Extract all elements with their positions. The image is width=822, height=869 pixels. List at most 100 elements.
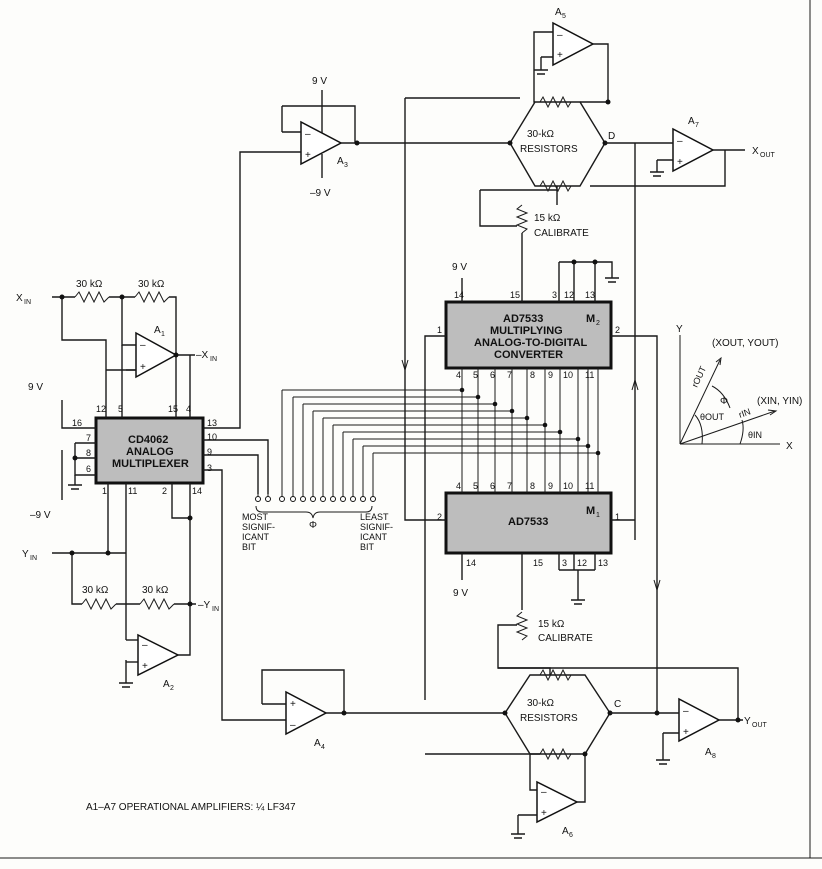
- svg-text:+: +: [290, 699, 296, 710]
- svg-text:1: 1: [615, 512, 620, 522]
- pot-top-value: 15 kΩ: [534, 213, 561, 224]
- amp-a2-label: A: [163, 679, 170, 690]
- signal-x-out: X: [752, 146, 759, 157]
- svg-text:+: +: [140, 362, 146, 373]
- svg-text:IN: IN: [24, 299, 31, 306]
- svg-text:+: +: [142, 661, 148, 672]
- m2-line3: ANALOG-TO-DIGITAL: [474, 337, 588, 349]
- supply-cd-pos: 9 V: [28, 382, 43, 393]
- label-r4: 30 kΩ: [142, 585, 169, 596]
- lsb-line1: LEAST: [360, 512, 389, 522]
- svg-text:3: 3: [207, 463, 212, 473]
- svg-text:IN: IN: [212, 606, 219, 613]
- lsb-line4: BIT: [360, 542, 375, 552]
- svg-text:7: 7: [507, 370, 512, 380]
- svg-text:5: 5: [473, 481, 478, 491]
- svg-text:+: +: [305, 150, 311, 161]
- svg-text:11: 11: [128, 486, 137, 496]
- lsb-line2: SIGNIF-: [360, 522, 393, 532]
- svg-text:8: 8: [530, 481, 535, 491]
- svg-text:6: 6: [490, 481, 495, 491]
- svg-text:5: 5: [118, 404, 123, 414]
- svg-text:2: 2: [615, 325, 620, 335]
- svg-text:3: 3: [344, 162, 348, 169]
- svg-text:11: 11: [585, 481, 594, 491]
- m2-line2: MULTIPLYING: [490, 325, 563, 337]
- svg-text:10: 10: [563, 370, 573, 380]
- svg-text:8: 8: [86, 448, 91, 458]
- svg-text:IN: IN: [210, 356, 217, 363]
- msb-line3: ICANT: [242, 532, 270, 542]
- svg-text:9: 9: [548, 370, 553, 380]
- ad7533-m1-chip: [444, 491, 613, 555]
- svg-text:12: 12: [96, 404, 106, 414]
- svg-text:OUT: OUT: [760, 152, 776, 159]
- op-amp-a3: [300, 120, 343, 166]
- m2-name: AD7533: [503, 313, 543, 325]
- bridge-top-line2: RESISTORS: [520, 144, 578, 155]
- pot-bottom-label: CALIBRATE: [538, 633, 593, 644]
- phi-label: Φ: [309, 520, 317, 531]
- supply-cd-neg: –9 V: [30, 510, 51, 521]
- m1-name: AD7533: [508, 516, 548, 528]
- svg-text:8: 8: [530, 370, 535, 380]
- vector-axis-y: Y: [676, 324, 683, 335]
- amp-a7-label: A: [688, 116, 695, 127]
- svg-text:12: 12: [564, 290, 574, 300]
- m1-ref-sub: 1: [596, 512, 600, 519]
- svg-text:5: 5: [562, 13, 566, 20]
- vector-theta-in: θIN: [748, 430, 762, 440]
- m2-ref: M: [586, 313, 595, 325]
- arrow-up-left: [401, 359, 409, 372]
- svg-text:4: 4: [321, 744, 325, 751]
- svg-text:13: 13: [598, 558, 608, 568]
- op-amp-a8: [678, 697, 721, 743]
- svg-text:15: 15: [168, 404, 178, 414]
- svg-text:6: 6: [490, 370, 495, 380]
- svg-text:4: 4: [456, 481, 461, 491]
- op-amp-a5: [552, 21, 595, 67]
- svg-text:–: –: [557, 30, 563, 41]
- svg-text:2: 2: [437, 512, 442, 522]
- amp-polarity-marks: –+ –+ –+ +– –+ –+ –+ –+: [140, 30, 689, 819]
- amp-a1-label: A: [154, 325, 161, 336]
- supply-a3-pos: 9 V: [312, 76, 327, 87]
- op-amp-a1: [135, 331, 178, 379]
- svg-text:1: 1: [102, 486, 107, 496]
- bridge-bottom-line2: RESISTORS: [520, 713, 578, 724]
- supply-m1-pos: 9 V: [453, 588, 468, 599]
- label-r2: 30 kΩ: [138, 279, 165, 290]
- svg-text:13: 13: [585, 290, 595, 300]
- svg-text:4: 4: [456, 370, 461, 380]
- node-d-label: D: [608, 131, 615, 142]
- bridge-bottom-line1: 30-kΩ: [527, 698, 554, 709]
- svg-text:10: 10: [207, 432, 217, 442]
- m2-pins: 14 15 3 12 13 1 2 4 5 6 7 8 9 10 11: [437, 290, 620, 380]
- svg-text:–: –: [541, 787, 547, 798]
- m2-ref-sub: 2: [596, 320, 600, 327]
- m1-pins: 4 5 6 7 8 9 10 11 2 1 14 15 3 12 13: [437, 481, 620, 568]
- signal-y-out: Y: [744, 716, 751, 727]
- bit-brace: [255, 505, 373, 519]
- svg-text:–: –: [305, 129, 311, 140]
- signal-y-in: Y: [22, 549, 29, 560]
- svg-text:15: 15: [533, 558, 543, 568]
- svg-text:7: 7: [507, 481, 512, 491]
- vector-r-out: rOUT: [690, 364, 709, 389]
- svg-text:11: 11: [585, 370, 594, 380]
- svg-text:–: –: [290, 720, 296, 731]
- svg-text:5: 5: [473, 370, 478, 380]
- resistor-x-2: [134, 290, 170, 304]
- dac-bit-lines: [461, 368, 599, 493]
- svg-text:9: 9: [548, 481, 553, 491]
- resistor-y-1: [81, 597, 117, 611]
- supply-a3-neg: –9 V: [310, 188, 331, 199]
- svg-text:14: 14: [454, 290, 464, 300]
- ad7533-m2-chip: [444, 300, 613, 370]
- svg-text:14: 14: [466, 558, 476, 568]
- cd4062-type: ANALOG: [126, 446, 174, 458]
- m1-ref: M: [586, 505, 595, 517]
- bit-terminals: [255, 496, 376, 502]
- svg-text:2: 2: [170, 685, 174, 692]
